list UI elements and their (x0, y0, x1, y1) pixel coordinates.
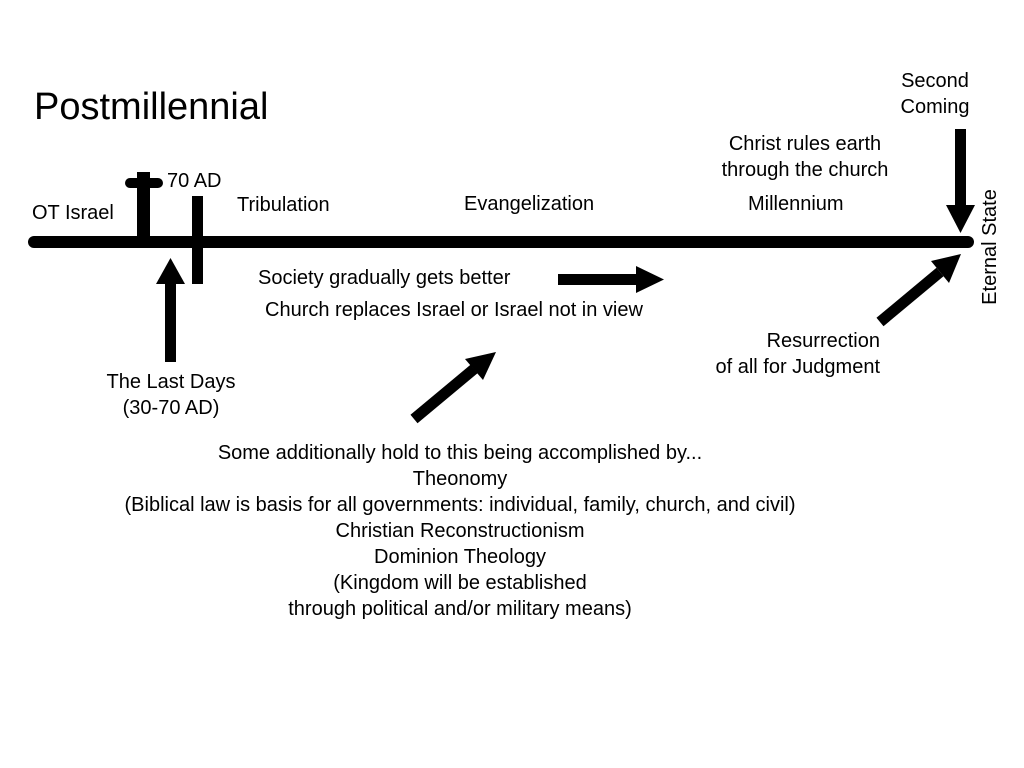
seventy-ad-label: 70 AD (167, 170, 222, 192)
cross-icon (125, 172, 163, 238)
theonomy-heading: Theonomy (412, 468, 508, 490)
millennium-label: Millennium (748, 193, 844, 215)
additional-arrow (410, 352, 496, 424)
last-days-line-1: The Last Days (106, 371, 236, 393)
last-days-arrow (156, 258, 185, 362)
christ-rules-line-2: through the church (721, 159, 889, 181)
christ-rules-label: Christ rules earth through the church (700, 131, 910, 183)
church-replaces-label: Church replaces Israel or Israel not in … (265, 299, 643, 321)
resurrection-line-2: of all for Judgment (715, 356, 880, 378)
christ-rules-line-1: Christ rules earth (728, 133, 882, 155)
resurrection-label: Resurrection of all for Judgment (668, 328, 880, 380)
society-progress-arrow (558, 266, 664, 293)
second-coming-line-1: Second (901, 70, 969, 92)
theonomy-description: (Biblical law is basis for all governmen… (124, 494, 796, 516)
tribulation-label: Tribulation (237, 194, 330, 216)
dominion-theology-heading: Dominion Theology (374, 546, 546, 568)
resurrection-line-1: Resurrection (766, 330, 880, 352)
second-coming-label: Second Coming (880, 68, 990, 120)
additional-views-block: Some additionally hold to this being acc… (20, 440, 900, 622)
second-coming-line-2: Coming (900, 96, 970, 118)
ot-israel-label: OT Israel (32, 202, 114, 224)
last-days-line-2: (30-70 AD) (122, 397, 220, 419)
society-label: Society gradually gets better (258, 267, 511, 289)
seventy-ad-tick (192, 196, 203, 284)
page-title: Postmillennial (34, 86, 269, 128)
reconstructionism-heading: Christian Reconstructionism (335, 520, 585, 542)
dominion-description-line-1: (Kingdom will be established (333, 572, 587, 594)
additional-intro: Some additionally hold to this being acc… (217, 442, 703, 464)
last-days-label: The Last Days (30-70 AD) (86, 369, 256, 421)
eternal-state-label: Eternal State (979, 189, 1001, 305)
dominion-description-line-2: through political and/or military means) (288, 598, 632, 620)
second-coming-arrow (946, 129, 975, 233)
resurrection-arrow (876, 254, 961, 327)
evangelization-label: Evangelization (464, 193, 595, 215)
